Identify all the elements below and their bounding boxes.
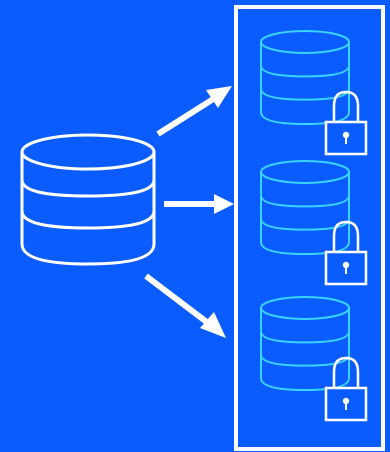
replica-database <box>260 30 368 156</box>
source-database-icon <box>20 133 156 266</box>
arrow-down-right-icon <box>144 273 226 338</box>
arrow-up-right-icon <box>156 86 232 137</box>
replica-database <box>260 296 368 422</box>
padlock-icon <box>324 220 368 286</box>
replica-container <box>234 5 385 451</box>
database-icon <box>260 296 350 392</box>
padlock-icon <box>324 356 368 422</box>
arrow-right-icon <box>164 194 234 214</box>
arrows <box>144 86 234 338</box>
database-icon <box>260 160 350 256</box>
replica-list <box>260 30 368 422</box>
replica-database <box>260 160 368 286</box>
database-icon <box>260 30 350 126</box>
padlock-icon <box>324 90 368 156</box>
